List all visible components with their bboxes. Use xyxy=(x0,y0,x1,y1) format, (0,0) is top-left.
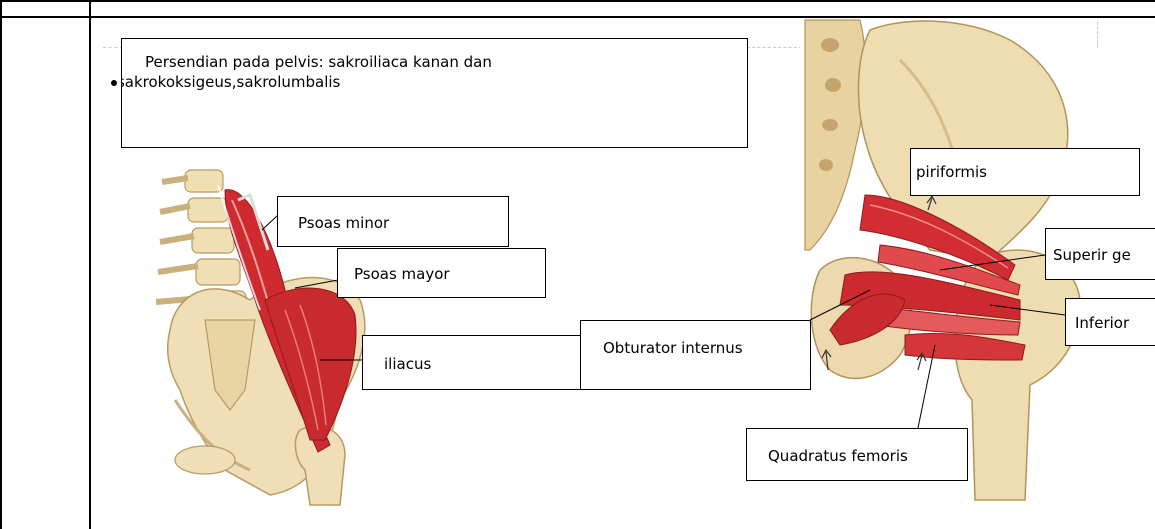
label-piriformis: piriformis xyxy=(910,148,1140,196)
label-inferior-gemellus: Inferior xyxy=(1065,298,1155,346)
intro-line-1: Persendian pada pelvis: sakroiliaca kana… xyxy=(145,53,492,71)
label-superior-gemellus: Superir ge xyxy=(1045,228,1155,280)
label-iliacus: iliacus xyxy=(362,335,582,390)
intro-text-box: Persendian pada pelvis: sakroiliaca kana… xyxy=(121,38,748,148)
quadratus-femoris-text: Quadratus femoris xyxy=(768,447,908,465)
label-obturator-internus: Obturator internus xyxy=(580,320,811,390)
psoas-mayor-text: Psoas mayor xyxy=(354,265,450,283)
inferior-gemellus-text: Inferior xyxy=(1075,314,1129,332)
iliacus-text: iliacus xyxy=(384,355,431,373)
obturator-internus-text: Obturator internus xyxy=(603,339,743,357)
label-psoas-minor: Psoas minor xyxy=(277,196,509,247)
intro-line-2: kiri,sakrokoksigeus,sakrolumbalis xyxy=(121,73,340,91)
superior-gemellus-text: Superir ge xyxy=(1053,246,1131,264)
piriformis-text: piriformis xyxy=(916,163,987,181)
bullet-icon xyxy=(111,80,117,86)
label-psoas-mayor: Psoas mayor xyxy=(337,248,546,298)
label-quadratus-femoris: Quadratus femoris xyxy=(746,428,968,481)
psoas-minor-text: Psoas minor xyxy=(298,214,389,232)
